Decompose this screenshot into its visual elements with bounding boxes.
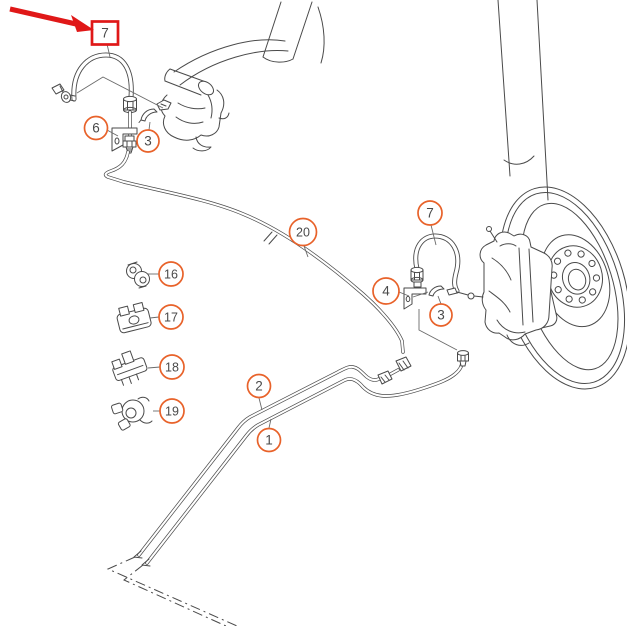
brake-pipe-20 (103, 150, 405, 354)
brake-caliper (479, 226, 558, 346)
highlight-arrow-shaft (9, 6, 77, 27)
callout-label: 18 (165, 361, 179, 375)
callout-label: 17 (164, 311, 178, 325)
banjo-bolt-right (446, 287, 484, 300)
highlight-box (90, 20, 120, 46)
callout-shape (256, 427, 282, 453)
callout-label: 20 (296, 226, 310, 240)
retaining-clip-right (412, 285, 445, 298)
callout-label: 19 (165, 405, 179, 419)
pipe-fitting (122, 135, 137, 154)
callout-label: 3 (437, 308, 445, 323)
callout-shape (246, 373, 272, 399)
clip-part-17 (116, 302, 152, 334)
callouts-layer: 7 6 3 20 7 4 3 16 17 18 19 2 1 (83, 20, 453, 453)
callout-1[interactable]: 1 (256, 427, 282, 453)
highlight-annotation (9, 6, 94, 32)
callout-shape (158, 304, 184, 330)
clip-part-18 (111, 350, 148, 386)
hose-bracket-right (403, 287, 427, 310)
callout-7-left-hose[interactable]: 7 (90, 20, 120, 46)
clip-part-16 (126, 261, 150, 289)
callout-shape (288, 217, 318, 247)
wheel-bolt-holes (550, 249, 601, 304)
retaining-clip-left (138, 108, 158, 123)
pipe-fitting-right (457, 350, 469, 367)
callout-18[interactable]: 18 (159, 354, 185, 380)
callout-label: 7 (101, 26, 109, 41)
clamp-part-19 (111, 396, 153, 431)
hose-union-nut-right (410, 266, 424, 288)
callout-shape (158, 261, 184, 287)
banjo-fitting (51, 83, 76, 103)
steering-knuckle (160, 1, 325, 152)
callout-shape (429, 303, 453, 327)
hose-bracket (111, 127, 138, 152)
callout-6[interactable]: 6 (83, 115, 109, 141)
callout-20[interactable]: 20 (288, 217, 318, 247)
rear-brake-hose-right (403, 233, 484, 351)
callout-16[interactable]: 16 (158, 261, 184, 287)
callout-17[interactable]: 17 (158, 304, 184, 330)
callout-shape (159, 354, 185, 380)
pipe-break-marks (263, 231, 278, 245)
callout-label: 2 (255, 379, 263, 394)
callout-4[interactable]: 4 (372, 277, 400, 305)
hose-union-nut (123, 95, 137, 114)
callout-label: 16 (164, 268, 178, 282)
callout-label: 7 (426, 206, 434, 221)
body-reference-lines (106, 556, 238, 626)
callout-shape (417, 200, 443, 226)
callout-19[interactable]: 19 (159, 398, 185, 424)
callout-2[interactable]: 2 (246, 373, 272, 399)
callout-3-left[interactable]: 3 (136, 129, 160, 153)
callout-label: 1 (265, 433, 273, 448)
callout-3-right[interactable]: 3 (429, 303, 453, 327)
callout-label: 6 (92, 121, 100, 136)
callout-label: 3 (144, 134, 152, 149)
callout-shape (136, 129, 160, 153)
callout-leaders (106, 43, 442, 429)
callout-7-right-hose[interactable]: 7 (417, 200, 443, 226)
callout-shape (372, 277, 400, 305)
highlight-arrow-head (71, 15, 94, 32)
callout-shape (83, 115, 109, 141)
installed-clip-reference (76, 76, 172, 111)
brake-pipe-bundle (133, 360, 464, 567)
bleeder-screw (486, 226, 492, 232)
callout-shape (159, 398, 185, 424)
suspension-strut (497, 0, 549, 201)
callout-label: 4 (382, 284, 390, 299)
pipe-unions (377, 350, 469, 385)
front-brake-hose-left (51, 52, 172, 154)
